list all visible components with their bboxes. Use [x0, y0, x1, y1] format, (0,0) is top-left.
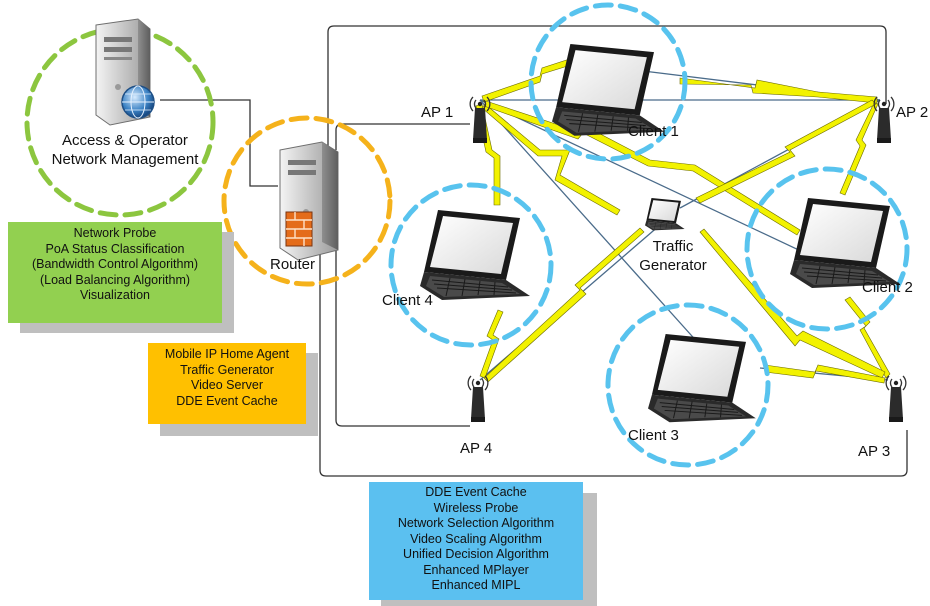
traffic-generator-laptop-icon — [644, 197, 685, 231]
client-function-item: Wireless Probe — [433, 500, 519, 515]
router-function-item: Video Server — [190, 378, 264, 392]
client2-label: Client 2 — [862, 279, 913, 296]
coverage-rings — [24, 2, 910, 468]
management-function-item: (Load Balancing Algorithm) — [39, 272, 191, 287]
client-function-item: Unified Decision Algorithm — [403, 547, 549, 561]
management-function-item: Network Probe — [73, 226, 157, 240]
management-label-line2: Network Management — [51, 151, 199, 168]
wireless-link-client3-ap3 — [764, 364, 886, 384]
client-function-item: DDE Event Cache — [425, 485, 527, 499]
wireless-link-ap3-client2 — [844, 296, 891, 379]
link-ap1-client3 — [479, 99, 701, 346]
client2-laptop-icon — [789, 197, 901, 289]
client1-label: Client 1 — [628, 123, 679, 140]
traffic-generator-label: Traffic Generator — [628, 237, 718, 275]
router-function-item: Mobile IP Home Agent — [164, 347, 290, 361]
ap2-label: AP 2 — [896, 104, 929, 121]
traffic-generator-label-line2: Generator — [639, 257, 707, 274]
client3-label: Client 3 — [628, 427, 679, 444]
ap3-label: AP 3 — [858, 443, 891, 460]
management-function-item: PoA Status Classification — [45, 241, 185, 256]
client3-ring — [605, 302, 771, 468]
wireless-link-ap3-traffic — [699, 228, 886, 379]
ap4-label: AP 4 — [460, 440, 493, 457]
client2-ring — [744, 166, 910, 332]
management-functions-box: Network Probe PoA Status Classification … — [8, 222, 222, 323]
client-function-item: Enhanced MIPL — [431, 578, 521, 592]
traffic-generator-label-line1: Traffic — [652, 238, 694, 255]
wireless-link-ap1-traffic — [481, 103, 621, 216]
client4-label: Client 4 — [382, 292, 433, 309]
management-label-line1: Access & Operator — [62, 132, 188, 149]
wireless-link-client1-ap2 — [679, 77, 878, 104]
client3-laptop-icon — [647, 333, 757, 423]
wired-frame-outline — [334, 25, 887, 104]
client-functions-box: DDE Event Cache Wireless Probe Network S… — [369, 482, 583, 600]
client-function-item: Network Selection Algorithm — [397, 516, 555, 530]
router-function-item: Traffic Generator — [180, 362, 274, 377]
wireless-link-ap4-traffic — [483, 227, 645, 383]
wired-frame-right — [319, 160, 908, 477]
client1-ring — [528, 2, 688, 162]
ap3-antenna-icon — [885, 375, 907, 423]
wireless-link-ap2-traffic — [695, 99, 877, 204]
client4-laptop-icon — [419, 209, 531, 301]
management-label: Access & Operator Network Management — [40, 131, 210, 169]
ap4-antenna-icon — [467, 375, 489, 423]
link-ap1-client2 — [479, 99, 821, 261]
wired-link-router-ap4 — [335, 200, 470, 427]
client4-ring — [388, 182, 554, 348]
client-function-item: Enhanced MPlayer — [423, 562, 529, 577]
management-function-item: (Bandwidth Control Algorithm) — [31, 257, 199, 271]
wired-frame-top-left — [327, 25, 335, 150]
router-functions-box: Mobile IP Home Agent Traffic Generator V… — [148, 343, 306, 424]
globe-icon — [121, 85, 155, 119]
router-function-item: DDE Event Cache — [176, 393, 278, 408]
management-function-item: Visualization — [80, 288, 150, 302]
wireless-link-ap4-client4 — [479, 309, 504, 379]
router-label: Router — [270, 256, 316, 273]
wired-link-router-ap1 — [335, 123, 470, 150]
router-ring — [221, 115, 393, 287]
firewall-icon — [285, 211, 313, 247]
client-function-item: Video Scaling Algorithm — [410, 531, 542, 546]
ap1-label: AP 1 — [421, 104, 454, 121]
